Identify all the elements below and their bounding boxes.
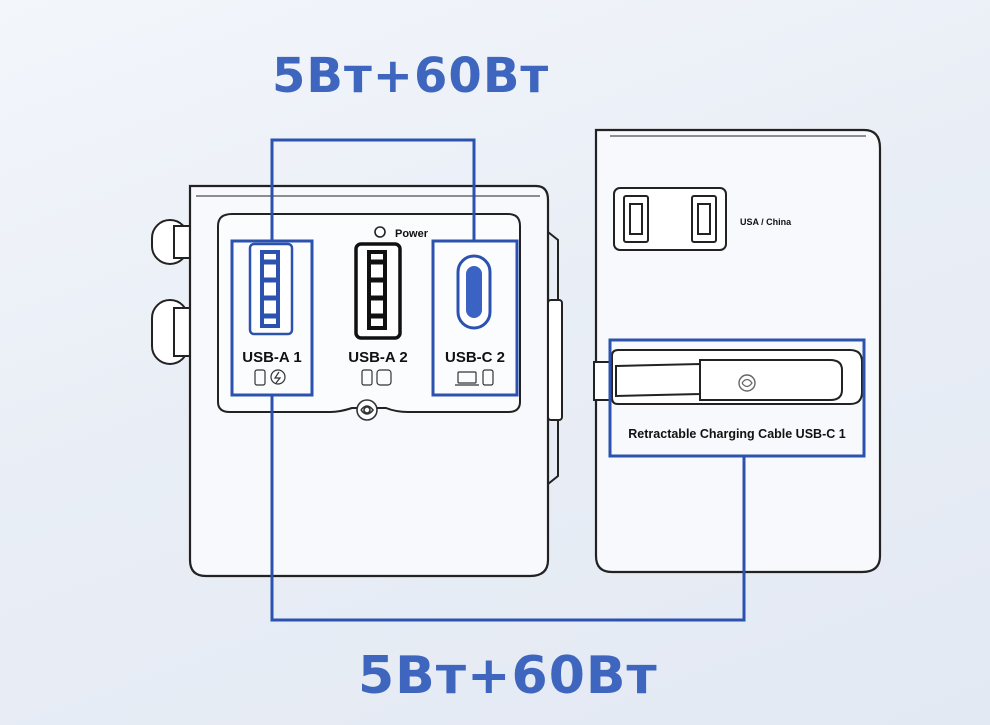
bottom-connector-line	[270, 395, 746, 622]
plug-socket	[613, 187, 727, 251]
cable-highlight-box	[608, 338, 866, 458]
adapter-side	[593, 128, 882, 574]
usb-a2-port	[354, 242, 402, 340]
prong-lower	[151, 299, 191, 365]
headline-bottom: 5Вт+60Вт	[358, 646, 658, 706]
phone-fast-charge-icon	[254, 369, 286, 386]
adapter-front	[151, 184, 563, 578]
prong-upper	[151, 219, 191, 265]
power-label: Power	[395, 228, 429, 240]
usb-a1-label: USB-A 1	[242, 349, 301, 366]
usb-a2-label: USB-A 2	[348, 349, 407, 366]
usb-c2-label: USB-C 2	[445, 349, 505, 366]
headline-top: 5Вт+60Вт	[272, 48, 550, 104]
usb-a1-port	[248, 242, 294, 336]
retractable-cable	[593, 349, 863, 405]
brand-logo-icon	[356, 399, 378, 421]
plug-region-label: USA / China	[740, 217, 792, 227]
cable-label: Retractable Charging Cable USB-C 1	[628, 427, 845, 441]
top-connector-line	[270, 138, 476, 241]
usb-c2-port	[456, 254, 492, 330]
laptop-phone-icon	[455, 369, 494, 386]
highlight-annotations	[230, 138, 866, 622]
phone-earbuds-icon	[361, 369, 392, 386]
